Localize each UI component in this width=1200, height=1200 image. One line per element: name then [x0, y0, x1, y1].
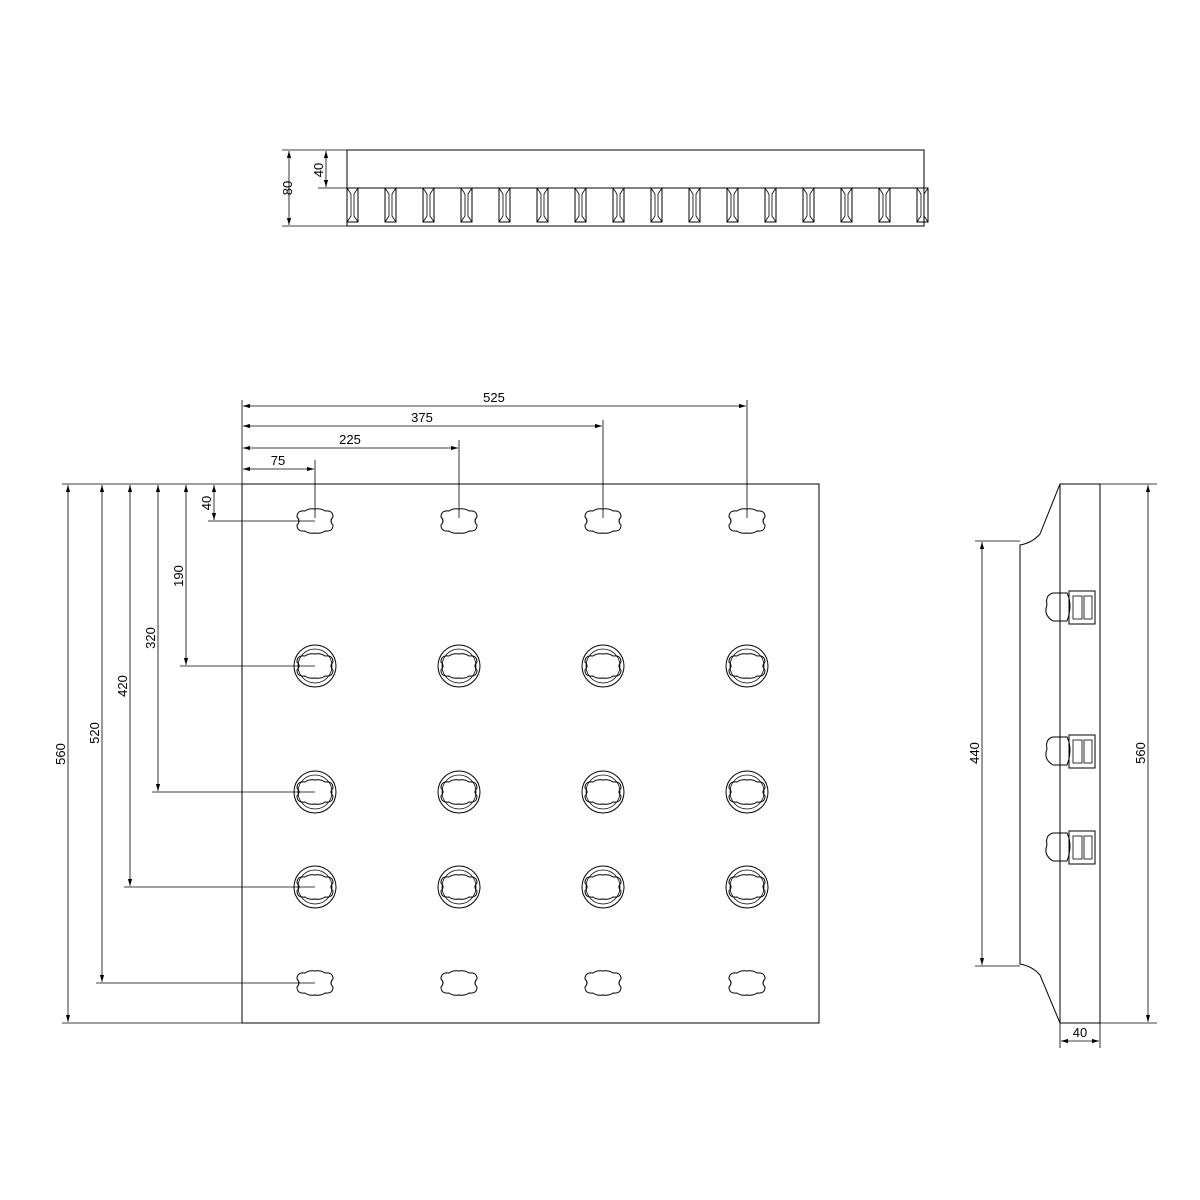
top-view: 80 40 — [280, 149, 929, 227]
dim-225-label: 225 — [339, 432, 361, 447]
top-view-slot — [422, 187, 435, 223]
hole — [725, 865, 769, 909]
top-view-slot — [498, 187, 511, 223]
top-view-slot — [460, 187, 473, 223]
top-view-slot — [764, 187, 777, 223]
hole — [584, 970, 622, 996]
dim-320-label: 320 — [143, 627, 158, 649]
top-view-slot — [688, 187, 701, 223]
side-view-bracket-3 — [1045, 830, 1096, 865]
top-view-slot — [612, 187, 625, 223]
hole — [296, 508, 334, 534]
dim-440-label: 440 — [967, 742, 982, 764]
dim-v40-label: 40 — [199, 496, 214, 510]
side-view-outline — [1019, 483, 1101, 1024]
hole — [728, 970, 766, 996]
hole — [728, 508, 766, 534]
top-view-slot — [916, 187, 929, 223]
top-view-slot — [650, 187, 663, 223]
hole — [437, 644, 481, 688]
dim-520-label: 520 — [87, 722, 102, 744]
top-view-slots — [346, 187, 929, 223]
top-view-slot — [802, 187, 815, 223]
dim-side-40-label: 40 — [1073, 1025, 1087, 1040]
side-view-bracket-1 — [1045, 590, 1096, 625]
top-view-slot — [574, 187, 587, 223]
top-view-slot — [878, 187, 891, 223]
dim-80-label: 80 — [280, 181, 295, 195]
dim-190-label: 190 — [171, 565, 186, 587]
dim-75-label: 75 — [271, 453, 285, 468]
dim-525-label: 525 — [483, 390, 505, 405]
top-view-slot — [840, 187, 853, 223]
hole — [581, 865, 625, 909]
hole — [581, 644, 625, 688]
dim-420-label: 420 — [115, 675, 130, 697]
hole — [440, 970, 478, 996]
dim-side-560-label: 560 — [1133, 742, 1148, 764]
top-view-slot — [536, 187, 549, 223]
dim-40-label: 40 — [311, 163, 326, 177]
hole — [437, 865, 481, 909]
top-view-slot — [726, 187, 739, 223]
front-view: 75 225 375 525 40 190 320 420 520 560 — [53, 390, 820, 1024]
top-view-slot — [346, 187, 359, 223]
hole — [584, 508, 622, 534]
hole — [725, 770, 769, 814]
dim-375-label: 375 — [411, 410, 433, 425]
side-view: 440 560 40 — [967, 483, 1157, 1048]
dim-560-label: 560 — [53, 743, 68, 765]
hole — [437, 770, 481, 814]
hole — [725, 644, 769, 688]
front-view-outline — [241, 483, 820, 1024]
top-view-slot — [384, 187, 397, 223]
front-view-holes — [293, 508, 769, 996]
hole — [296, 970, 334, 996]
side-view-bracket-2 — [1045, 734, 1096, 769]
hole — [581, 770, 625, 814]
hole — [440, 508, 478, 534]
